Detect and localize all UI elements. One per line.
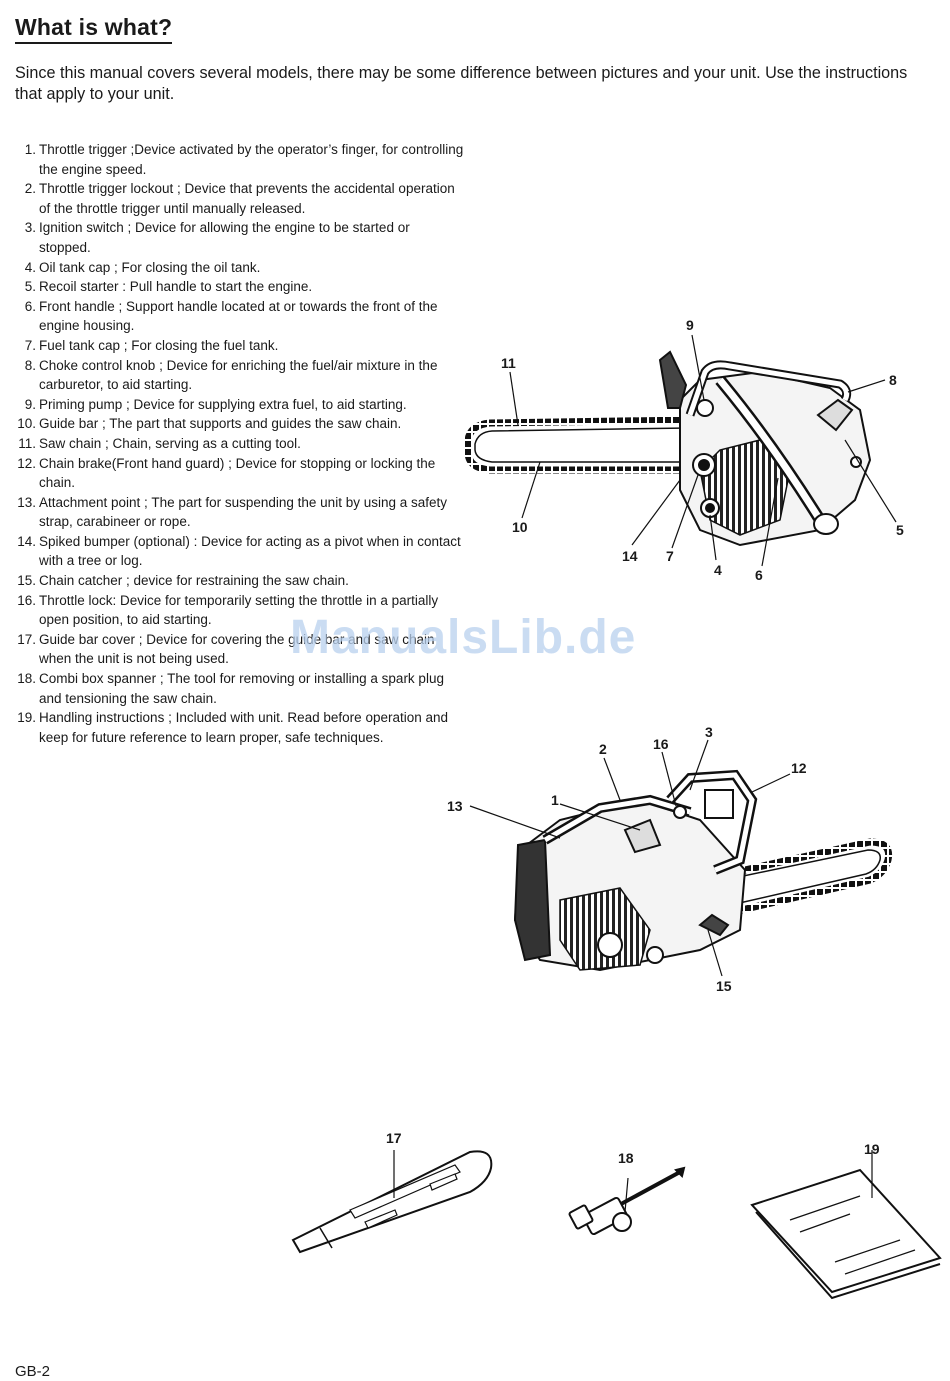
middle-figure-labels: 2 16 3 12 13 1 15 — [447, 724, 807, 994]
list-item: 3.Ignition switch ; Device for allowing … — [24, 220, 410, 255]
list-item: 15.Chain catcher ; device for restrainin… — [17, 573, 349, 589]
callout-label: 5 — [896, 522, 904, 538]
list-item: 13.Attachment point ; The part for suspe… — [17, 494, 447, 530]
callout-label: 4 — [714, 562, 722, 578]
callout-label: 17 — [386, 1130, 402, 1146]
callout-label: 1 — [551, 792, 559, 808]
callout-label: 2 — [599, 741, 607, 757]
chainsaw-top-view — [464, 334, 897, 567]
list-item: 11.Saw chain ; Chain, serving as a cutti… — [18, 435, 301, 451]
list-item: 8.Choke control knob ; Device for enrich… — [24, 357, 438, 393]
list-item: 14.Spiked bumper (optional) : Device for… — [17, 533, 461, 569]
callout-label: 3 — [705, 724, 713, 740]
list-item: 19.Handling instructions ; Included with… — [17, 710, 449, 745]
list-item: 18.Combi box spanner ; The tool for remo… — [17, 671, 444, 706]
callout-label: 19 — [864, 1141, 880, 1157]
guide-bar-cover-illustration — [291, 1150, 493, 1254]
list-item: 2.Throttle trigger lockout ; Device that… — [24, 181, 455, 216]
callout-label: 15 — [716, 978, 732, 994]
callout-label: 10 — [512, 519, 528, 535]
chainsaw-side-view — [469, 739, 893, 977]
page-title: What is what? — [15, 14, 173, 44]
watermark: ManualsLib.de — [290, 611, 637, 664]
callout-label: 7 — [666, 548, 674, 564]
callout-label: 9 — [686, 317, 694, 333]
parts-list: 1.Throttle trigger ;Device activated by … — [14, 140, 464, 747]
callout-label: 6 — [755, 567, 763, 583]
callout-label: 18 — [618, 1150, 634, 1166]
intro-paragraph: Since this manual covers several models,… — [15, 64, 908, 103]
list-item: 16.Throttle lock: Device for temporarily… — [17, 592, 439, 628]
list-item: 5.Recoil starter : Pull handle to start … — [24, 279, 313, 295]
list-item: 4.Oil tank cap ; For closing the oil tan… — [24, 259, 261, 275]
list-item: 7.Fuel tank cap ; For closing the fuel t… — [24, 337, 279, 353]
bottom-figure-labels: 17 18 19 — [386, 1130, 880, 1166]
callout-label: 14 — [622, 548, 638, 564]
handling-instructions-illustration — [750, 1150, 942, 1300]
callout-label: 11 — [501, 355, 516, 371]
callout-label: 16 — [653, 736, 669, 752]
combi-box-spanner-illustration — [568, 1166, 686, 1236]
callout-label: 13 — [447, 798, 463, 814]
page-number: GB-2 — [15, 1363, 51, 1380]
list-item: 12.Chain brake(Front hand guard) ; Devic… — [17, 455, 436, 491]
top-figure-labels: 9 8 11 10 14 7 4 6 5 — [501, 317, 904, 583]
list-item: 1.Throttle trigger ;Device activated by … — [24, 142, 464, 177]
list-item: 9.Priming pump ; Device for supplying ex… — [24, 396, 407, 412]
list-item: 17.Guide bar cover ; Device for covering… — [17, 631, 435, 667]
callout-label: 12 — [791, 760, 807, 776]
callout-label: 8 — [889, 372, 897, 388]
list-item: 10.Guide bar ; The part that supports an… — [17, 416, 402, 432]
list-item: 6.Front handle ; Support handle located … — [24, 298, 438, 334]
